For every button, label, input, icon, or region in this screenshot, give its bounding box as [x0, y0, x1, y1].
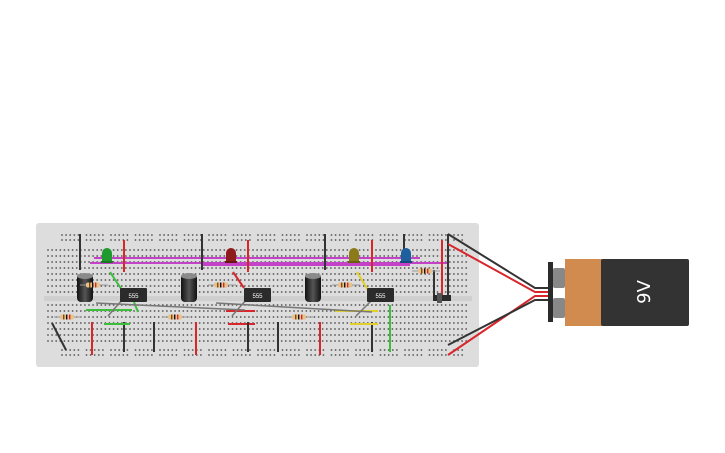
- capacitor-3: [305, 273, 321, 302]
- timer-chip-3-label: 555: [375, 294, 386, 300]
- battery-terminal: [553, 268, 565, 288]
- timer-chip-2: 555: [244, 288, 271, 302]
- battery-terminal: [553, 298, 565, 318]
- battery-clip: [548, 262, 553, 322]
- green-wires: [86, 271, 391, 352]
- battery-cap: [565, 259, 603, 326]
- black-wires: [51, 234, 449, 352]
- capacitor-1: [77, 273, 93, 302]
- breadboard-holes: [47, 234, 468, 356]
- switch: [433, 293, 451, 303]
- led-green: [101, 248, 113, 263]
- timer-chip-1-label: 555: [128, 294, 139, 300]
- led-blue: [400, 248, 412, 263]
- resistors: [54, 268, 440, 320]
- magenta-wires: [90, 257, 448, 266]
- red-wires: [91, 240, 443, 355]
- led-red: [225, 248, 237, 263]
- led-yellow: [348, 248, 360, 263]
- timer-chip-3: 555: [367, 288, 394, 302]
- capacitor-2: [181, 273, 197, 302]
- battery-body: [601, 259, 689, 326]
- battery-label: 9V: [634, 279, 655, 303]
- timer-chip-2-label: 555: [252, 294, 263, 300]
- gray-wires: [95, 299, 373, 317]
- battery-leads: [447, 233, 548, 356]
- battery-9v: 9V: [548, 259, 689, 326]
- timer-chip-1: 555: [120, 288, 147, 302]
